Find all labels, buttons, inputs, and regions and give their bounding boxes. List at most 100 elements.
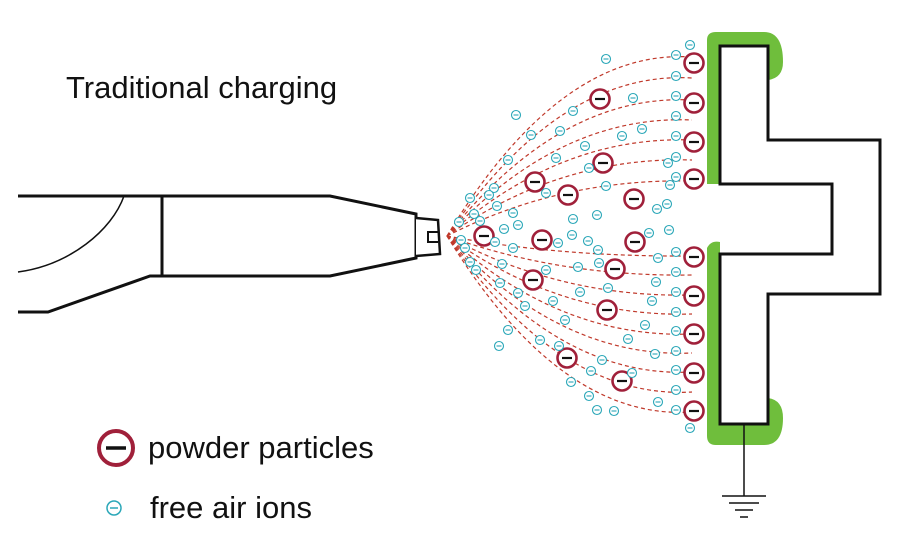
air-ion bbox=[507, 207, 519, 219]
air-ion bbox=[547, 295, 559, 307]
field-line bbox=[446, 235, 693, 413]
air-ion bbox=[525, 129, 537, 141]
air-ion bbox=[661, 198, 673, 210]
air-ion bbox=[670, 325, 682, 337]
air-ion bbox=[567, 213, 579, 225]
air-ion bbox=[684, 422, 696, 434]
air-ion bbox=[507, 242, 519, 254]
air-ion bbox=[591, 404, 603, 416]
ground-icon bbox=[722, 424, 766, 518]
negative-charge-circle-icon bbox=[97, 429, 135, 467]
powder-particle bbox=[683, 92, 705, 114]
air-ion bbox=[600, 180, 612, 192]
air-ion bbox=[512, 287, 524, 299]
powder-particle bbox=[556, 347, 578, 369]
air-ion bbox=[585, 365, 597, 377]
powder-particle bbox=[683, 362, 705, 384]
air-ion bbox=[652, 396, 664, 408]
air-ion bbox=[670, 266, 682, 278]
air-ion bbox=[474, 215, 486, 227]
air-ion bbox=[639, 319, 651, 331]
air-ion bbox=[670, 286, 682, 298]
air-ion bbox=[649, 348, 661, 360]
workpiece bbox=[718, 44, 882, 426]
air-ion bbox=[494, 277, 506, 289]
powder-particle bbox=[611, 370, 633, 392]
air-ion bbox=[670, 70, 682, 82]
spray-gun bbox=[17, 194, 442, 314]
field-line bbox=[446, 235, 693, 296]
powder-particle bbox=[592, 152, 614, 174]
powder-particle bbox=[683, 52, 705, 74]
air-ion bbox=[459, 242, 471, 254]
air-ion bbox=[596, 354, 608, 366]
air-ion bbox=[670, 364, 682, 376]
air-ion bbox=[582, 235, 594, 247]
air-ion bbox=[534, 334, 546, 346]
air-ion bbox=[550, 152, 562, 164]
air-ion bbox=[572, 261, 584, 273]
field-line bbox=[446, 159, 693, 237]
field-line bbox=[446, 119, 693, 237]
air-ion bbox=[470, 264, 482, 276]
powder-particle bbox=[531, 229, 553, 251]
air-ion bbox=[574, 286, 586, 298]
air-ion bbox=[540, 187, 552, 199]
air-ion bbox=[579, 140, 591, 152]
air-ion bbox=[616, 130, 628, 142]
air-ion bbox=[489, 236, 501, 248]
legend-powder-label: powder particles bbox=[148, 430, 374, 465]
powder-particle bbox=[604, 258, 626, 280]
air-ion bbox=[510, 109, 522, 121]
diagram-title: Traditional charging bbox=[66, 70, 338, 105]
air-ion bbox=[670, 151, 682, 163]
particles-layer bbox=[473, 52, 705, 422]
air-ion bbox=[583, 390, 595, 402]
air-ion bbox=[464, 256, 476, 268]
powder-particle bbox=[683, 246, 705, 268]
powder-particle bbox=[624, 231, 646, 253]
air-ion bbox=[650, 276, 662, 288]
air-ion bbox=[636, 123, 648, 135]
air-ion bbox=[651, 203, 663, 215]
powder-particle bbox=[524, 171, 546, 193]
air-ion bbox=[483, 189, 495, 201]
powder-particle bbox=[589, 88, 611, 110]
powder-particle bbox=[683, 285, 705, 307]
powder-coating bbox=[707, 32, 783, 445]
ions-layer bbox=[453, 39, 696, 434]
powder-particle bbox=[557, 184, 579, 206]
field-line bbox=[446, 235, 693, 315]
air-ion bbox=[566, 229, 578, 241]
field-line bbox=[446, 77, 693, 237]
air-ion bbox=[602, 282, 614, 294]
powder-particle bbox=[683, 168, 705, 190]
air-ion bbox=[565, 376, 577, 388]
powder-particle bbox=[596, 299, 618, 321]
field-line bbox=[446, 56, 693, 237]
air-ion bbox=[670, 171, 682, 183]
air-ion bbox=[670, 49, 682, 61]
air-ion bbox=[464, 192, 476, 204]
air-ion bbox=[592, 244, 604, 256]
air-ion bbox=[559, 314, 571, 326]
air-ion bbox=[663, 224, 675, 236]
air-ion bbox=[626, 367, 638, 379]
powder-particle bbox=[683, 131, 705, 153]
air-ion bbox=[553, 340, 565, 352]
air-ion bbox=[670, 90, 682, 102]
air-ion bbox=[519, 300, 531, 312]
legend-ions-label: free air ions bbox=[150, 490, 312, 525]
air-ion bbox=[622, 333, 634, 345]
air-ion bbox=[646, 295, 658, 307]
air-ion bbox=[600, 53, 612, 65]
air-ion bbox=[662, 157, 674, 169]
air-ion bbox=[498, 223, 510, 235]
air-ion bbox=[591, 209, 603, 221]
air-ion bbox=[670, 130, 682, 142]
air-ion bbox=[496, 258, 508, 270]
air-ion bbox=[583, 162, 595, 174]
air-ion bbox=[567, 105, 579, 117]
air-ion bbox=[453, 216, 465, 228]
